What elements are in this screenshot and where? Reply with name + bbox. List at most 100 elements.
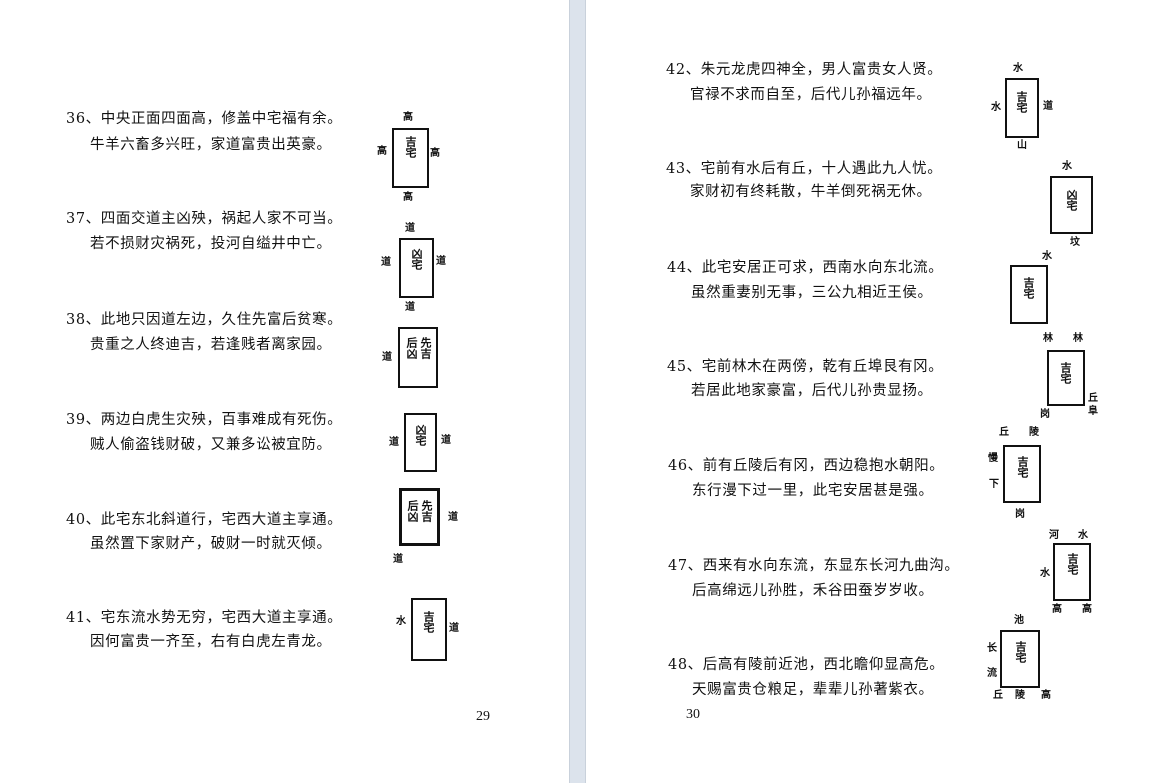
feature-label: 道 <box>436 256 446 267</box>
feature-label: 山 <box>1017 140 1027 151</box>
house-box <box>399 488 440 546</box>
verse-line: 贼人偷盗钱财破，又兼多讼被宜防。 <box>90 437 332 453</box>
feature-label: 水 <box>1013 63 1023 74</box>
house-label: 后凶 <box>405 337 418 359</box>
house-label: 后凶 <box>406 500 419 522</box>
house-box <box>1010 265 1048 324</box>
feature-label: 长 <box>987 643 997 654</box>
verse-line: 虽然重妻别无事，三公九相近王侯。 <box>691 285 933 301</box>
feature-label: 丘 <box>999 427 1009 438</box>
verse-line: 天赐富贵仓粮足，辈辈儿孙著紫衣。 <box>692 682 934 698</box>
house-box <box>1003 445 1041 503</box>
feature-label: 高 <box>403 192 413 203</box>
verse-line: 45、宅前林木在两傍，乾有丘埠艮有冈。 <box>667 359 944 375</box>
verse-line: 47、西来有水向东流，东显东长河九曲沟。 <box>668 558 960 574</box>
house-box <box>1053 543 1091 601</box>
verse-line: 36、中央正面四面高，修盖中宅福有余。 <box>66 111 343 127</box>
house-label: 吉宅 <box>1022 277 1035 299</box>
verse-line: 38、此地只因道左边，久住先富后贫寒。 <box>66 312 343 328</box>
verse-line: 39、两边白虎生灾殃，百事难成有死伤。 <box>66 412 343 428</box>
feature-label: 高 <box>430 148 440 159</box>
feature-label: 林 <box>1073 333 1083 344</box>
house-box <box>398 327 438 388</box>
page-29 <box>0 0 569 783</box>
verse-line: 官禄不求而自至，后代儿孙福远年。 <box>690 87 932 103</box>
feature-label: 丘 <box>993 690 1003 701</box>
verse-line: 37、四面交道主凶殃，祸起人家不可当。 <box>66 211 343 227</box>
feature-label: 下 <box>989 479 999 490</box>
verse-line: 43、宅前有水后有丘，十人遇此九人忧。 <box>666 161 943 177</box>
house-label: 吉宅 <box>1016 456 1029 478</box>
house-label: 吉宅 <box>1066 553 1079 575</box>
feature-label: 陵 <box>1015 690 1025 701</box>
verse-line: 后高绵远儿孙胜，禾谷田蚕岁岁收。 <box>692 583 934 599</box>
feature-label: 丘 <box>1088 393 1098 404</box>
verse-line: 若不损财灾祸死，投河自缢井中亡。 <box>90 236 332 252</box>
feature-label: 道 <box>448 512 458 523</box>
house-label: 吉宅 <box>422 611 435 633</box>
feature-label: 道 <box>1043 101 1053 112</box>
house-box <box>404 413 437 472</box>
page-gutter <box>569 0 586 783</box>
verse-line: 东行漫下过一里，此宅安居甚是强。 <box>692 483 934 499</box>
page-30 <box>586 0 1156 783</box>
feature-label: 岗 <box>1040 409 1050 420</box>
feature-label: 水 <box>1042 251 1052 262</box>
feature-label: 水 <box>991 102 1001 113</box>
house-box <box>1000 630 1040 688</box>
house-box <box>1047 350 1085 406</box>
house-label: 凶宅 <box>414 424 427 446</box>
feature-label: 阜 <box>1088 406 1098 417</box>
feature-label: 高 <box>1041 690 1051 701</box>
house-label: 吉宅 <box>1059 362 1072 384</box>
feature-label: 高 <box>1052 604 1062 615</box>
feature-label: 水 <box>1078 530 1088 541</box>
house-box <box>1005 78 1039 138</box>
feature-label: 水 <box>396 616 406 627</box>
feature-label: 道 <box>405 223 415 234</box>
verse-line: 46、前有丘陵后有冈，西边稳抱水朝阳。 <box>668 458 945 474</box>
feature-label: 坟 <box>1070 237 1080 248</box>
feature-label: 高 <box>403 112 413 123</box>
page-number: 30 <box>686 707 700 722</box>
verse-line: 44、此宅安居正可求，西南水向东北流。 <box>667 260 944 276</box>
feature-label: 道 <box>393 554 403 565</box>
feature-label: 水 <box>1040 568 1050 579</box>
verse-line: 42、朱元龙虎四神全，男人富贵女人贤。 <box>666 62 943 78</box>
verse-line: 贵重之人终迪吉，若逢贱者离家园。 <box>90 337 332 353</box>
feature-label: 道 <box>441 435 451 446</box>
house-label: 凶宅 <box>410 248 423 270</box>
feature-label: 高 <box>1082 604 1092 615</box>
feature-label: 道 <box>405 302 415 313</box>
house-box <box>392 128 429 188</box>
house-label: 吉宅 <box>1015 91 1028 113</box>
verse-line: 若居此地家豪富，后代儿孙贵显扬。 <box>691 383 933 399</box>
verse-line: 家财初有终耗散，牛羊倒死祸无休。 <box>690 184 932 200</box>
feature-label: 道 <box>449 623 459 634</box>
feature-label: 水 <box>1062 161 1072 172</box>
feature-label: 陵 <box>1029 427 1039 438</box>
house-box <box>411 598 447 661</box>
feature-label: 流 <box>987 668 997 679</box>
house-label: 吉宅 <box>404 136 417 158</box>
feature-label: 道 <box>381 257 391 268</box>
feature-label: 道 <box>382 352 392 363</box>
house-label: 先吉 <box>419 337 432 359</box>
verse-line: 虽然置下家财产，破财一时就灭倾。 <box>90 536 332 552</box>
feature-label: 慢 <box>988 453 998 464</box>
feature-label: 道 <box>389 437 399 448</box>
house-label: 凶宅 <box>1065 189 1078 211</box>
house-box <box>1050 176 1093 234</box>
feature-label: 林 <box>1043 333 1053 344</box>
verse-line: 牛羊六畜多兴旺，家道富贵出英豪。 <box>90 137 332 153</box>
house-box <box>399 238 434 298</box>
house-label: 先吉 <box>420 500 433 522</box>
house-label: 吉宅 <box>1014 641 1027 663</box>
feature-label: 岗 <box>1015 509 1025 520</box>
verse-line: 40、此宅东北斜道行，宅西大道主享通。 <box>66 512 343 528</box>
verse-line: 41、宅东流水势无穷，宅西大道主享通。 <box>66 610 343 626</box>
feature-label: 河 <box>1049 530 1059 541</box>
page-number: 29 <box>476 709 490 724</box>
feature-label: 高 <box>377 146 387 157</box>
verse-line: 48、后高有陵前近池，西北瞻仰显高危。 <box>668 657 945 673</box>
